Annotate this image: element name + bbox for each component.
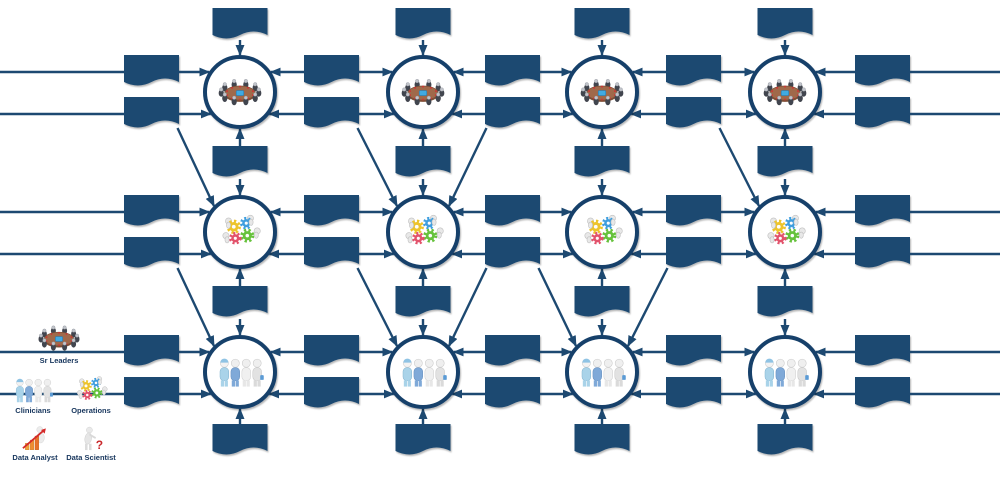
operations-node bbox=[203, 195, 277, 269]
document-box bbox=[485, 335, 540, 366]
arrow-connector bbox=[176, 267, 216, 347]
mid-document-box bbox=[757, 146, 813, 177]
document-box bbox=[855, 237, 910, 268]
arrow-connector bbox=[447, 127, 488, 207]
document-box bbox=[124, 335, 179, 366]
mid-document-box bbox=[574, 286, 630, 317]
legend-item-operations: Operations bbox=[60, 374, 122, 415]
top-document-box bbox=[395, 8, 451, 39]
document-box bbox=[124, 55, 179, 86]
document-box bbox=[666, 335, 721, 366]
operations-node bbox=[748, 195, 822, 269]
mid-document-box bbox=[212, 286, 268, 317]
document-box bbox=[124, 97, 179, 128]
document-box bbox=[855, 97, 910, 128]
document-box bbox=[855, 195, 910, 226]
arrow-connector bbox=[626, 267, 669, 347]
bottom-document-box bbox=[574, 424, 630, 455]
top-document-box bbox=[212, 8, 268, 39]
top-document-box bbox=[574, 8, 630, 39]
clinicians-node bbox=[203, 335, 277, 409]
data-analyst-icon bbox=[18, 424, 52, 453]
legend-item-clinicians: Clinicians bbox=[2, 374, 64, 415]
operations-node bbox=[565, 195, 639, 269]
document-box bbox=[666, 237, 721, 268]
legend-item-sr-leaders: Sr Leaders bbox=[28, 320, 90, 365]
legend-label: Sr Leaders bbox=[39, 356, 79, 365]
mid-document-box bbox=[574, 146, 630, 177]
document-box bbox=[304, 97, 359, 128]
document-box bbox=[304, 55, 359, 86]
clinicians-node bbox=[748, 335, 822, 409]
document-box bbox=[666, 195, 721, 226]
legend-label: Data Scientist bbox=[66, 453, 116, 462]
arrow-connector bbox=[447, 267, 488, 347]
top-document-box bbox=[757, 8, 813, 39]
document-box bbox=[485, 55, 540, 86]
document-box bbox=[855, 55, 910, 86]
legend-item-data-analyst: Data Analyst bbox=[2, 424, 68, 462]
arrow-connector bbox=[356, 267, 399, 347]
document-box bbox=[304, 335, 359, 366]
arrow-connector bbox=[537, 267, 578, 347]
bottom-document-box bbox=[757, 424, 813, 455]
arrow-connector bbox=[176, 127, 216, 207]
document-box bbox=[304, 377, 359, 408]
document-box bbox=[124, 377, 179, 408]
document-box bbox=[124, 195, 179, 226]
legend-label: Clinicians bbox=[15, 406, 51, 415]
document-box bbox=[666, 97, 721, 128]
mid-document-box bbox=[395, 286, 451, 317]
document-box bbox=[304, 195, 359, 226]
legend: Sr Leaders Clinicians Operations Data An… bbox=[0, 0, 140, 479]
legend-label: Operations bbox=[71, 406, 111, 415]
document-box bbox=[855, 335, 910, 366]
operations-icon bbox=[71, 374, 111, 406]
clinicians-node bbox=[565, 335, 639, 409]
clinicians-node bbox=[386, 335, 460, 409]
mid-document-box bbox=[212, 146, 268, 177]
document-box bbox=[666, 377, 721, 408]
data-scientist-icon bbox=[75, 424, 107, 453]
clinicians-icon bbox=[12, 374, 54, 406]
document-box bbox=[485, 97, 540, 128]
document-box bbox=[304, 237, 359, 268]
document-box bbox=[666, 55, 721, 86]
bottom-document-box bbox=[212, 424, 268, 455]
legend-label: Data Analyst bbox=[12, 453, 58, 462]
sr-leaders-icon bbox=[35, 320, 83, 356]
mid-document-box bbox=[395, 146, 451, 177]
document-box bbox=[124, 237, 179, 268]
document-box bbox=[485, 237, 540, 268]
arrow-connector bbox=[356, 127, 399, 207]
operations-node bbox=[386, 195, 460, 269]
document-box bbox=[855, 377, 910, 408]
document-box bbox=[485, 377, 540, 408]
arrow-connector bbox=[718, 127, 761, 207]
document-box bbox=[485, 195, 540, 226]
bottom-document-box bbox=[395, 424, 451, 455]
mid-document-box bbox=[757, 286, 813, 317]
legend-item-data-scientist: Data Scientist bbox=[58, 424, 124, 462]
